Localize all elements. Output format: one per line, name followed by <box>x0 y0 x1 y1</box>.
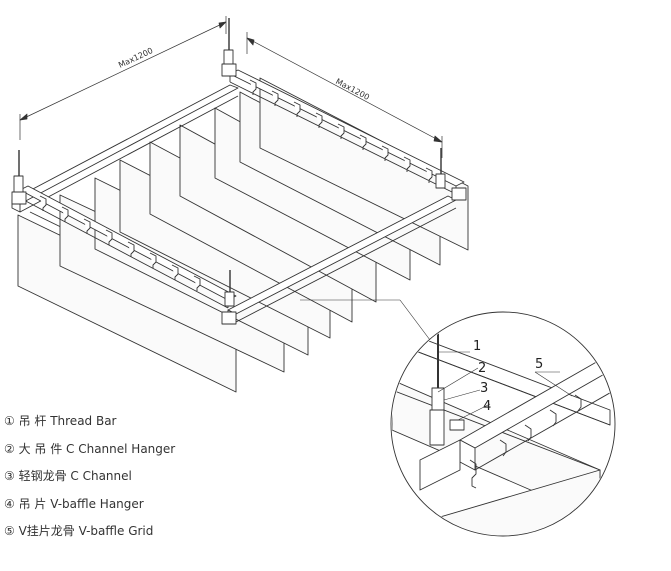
legend-v-baffle-hanger: ④ 吊 片 V-baffle Hanger <box>4 496 144 511</box>
legend-c-channel: ③ 轻钢龙骨 C Channel <box>4 469 132 483</box>
dimension-lines <box>19 16 443 158</box>
component-legend: ① 吊 杆 Thread Bar ② 大 吊 件 C Channel Hange… <box>4 413 334 551</box>
hanger-front <box>221 270 237 325</box>
c-channels <box>11 84 457 323</box>
hanger-right <box>435 148 467 201</box>
callout-4: 4 <box>483 399 491 414</box>
legend-v-baffle-grid: ⑤ V挂片龙骨 V-baffle Grid <box>4 524 154 538</box>
callout-1: 1 <box>473 339 481 354</box>
legend-c-channel-hanger: ② 大 吊 件 C Channel Hanger <box>4 441 176 456</box>
dimension-label-left: Max1200 <box>117 46 154 70</box>
dimension-label-right: Max1200 <box>334 77 371 102</box>
legend-thread-bar: ① 吊 杆 Thread Bar <box>4 414 117 428</box>
v-baffle-grid-rails <box>19 69 465 309</box>
callout-5: 5 <box>535 357 543 372</box>
callout-2: 2 <box>478 361 486 376</box>
v-baffle-panels <box>17 77 469 393</box>
baffle-hanger-clips <box>39 79 433 291</box>
hanger-top-left <box>11 150 27 205</box>
hanger-top-back <box>221 18 237 77</box>
thread-bar-hangers <box>11 18 467 325</box>
detail-zoom-view <box>390 311 616 537</box>
callout-3: 3 <box>480 381 488 396</box>
ceiling-grid-structure <box>11 16 616 537</box>
